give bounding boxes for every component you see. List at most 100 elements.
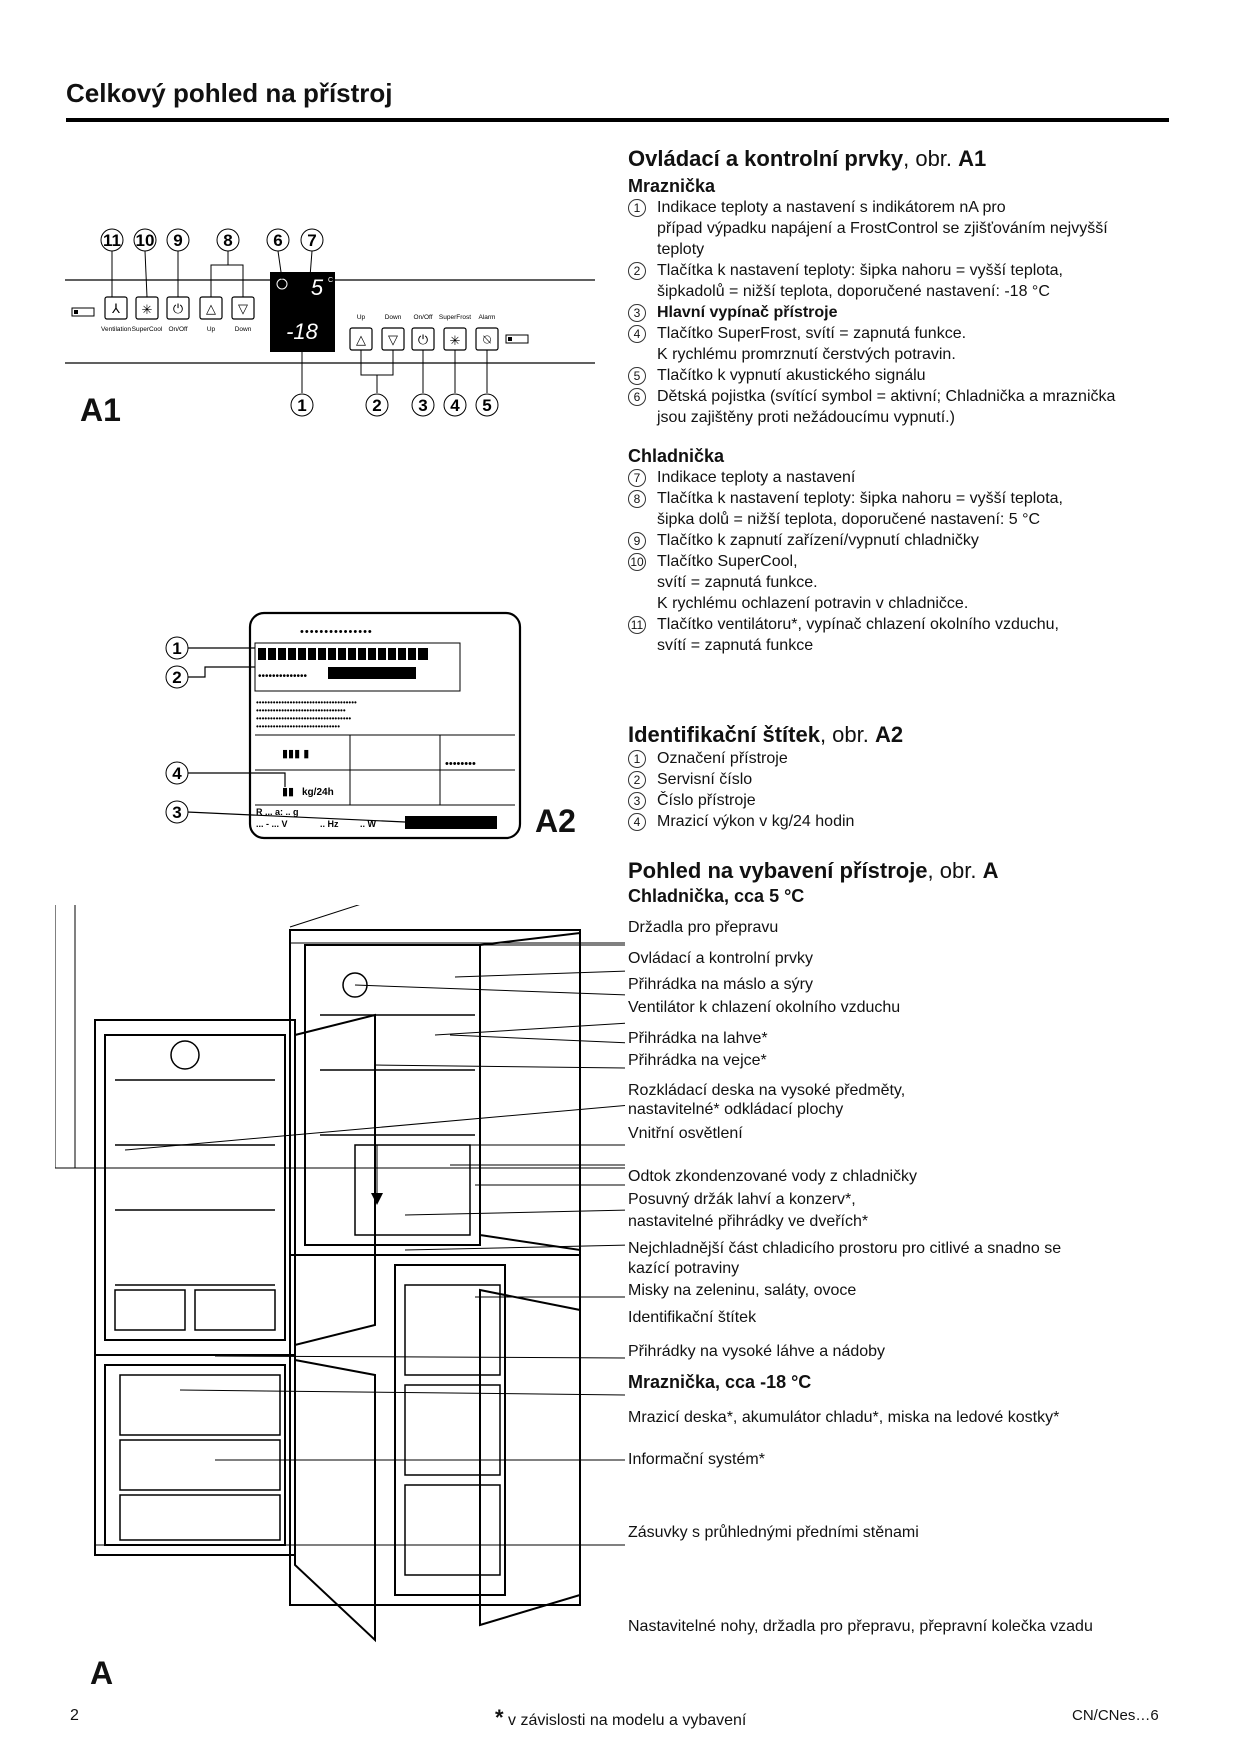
callout-bottle-rack: Přihrádka na lahve* — [628, 1030, 768, 1047]
item-number: 9 — [628, 530, 657, 551]
svg-text:On/Off: On/Off — [413, 314, 432, 321]
item-number: 7 — [628, 467, 657, 488]
svg-text:△: △ — [356, 332, 366, 347]
svg-text:11: 11 — [103, 231, 121, 250]
svg-text:••••••••••••••••••••••••••••••: •••••••••••••••••••••••••••••• — [256, 722, 340, 731]
svg-text:-18: -18 — [286, 319, 319, 344]
fridge-heading: Chladnička — [628, 446, 725, 466]
document-code: CN/CNes…6 — [1072, 1707, 1159, 1724]
callout-coldest-zone: Nejchladnější část chladicího prostoru p… — [628, 1240, 1062, 1257]
item-text: Tlačítko k vypnutí akustického signálu — [657, 367, 926, 384]
item-number: 11 — [628, 614, 657, 656]
svg-text:▽: ▽ — [388, 332, 398, 347]
callout-rating-plate: Identifikační štítek — [628, 1309, 757, 1326]
item-number: 1 — [628, 197, 657, 260]
controls-title: Ovládací a kontrolní prvky, obr. A1 — [628, 146, 987, 171]
callout-split-shelf: Rozkládací deska na vysoké předměty, — [628, 1082, 906, 1099]
temperature-display — [270, 272, 335, 352]
svg-text:••••••••: •••••••• — [445, 758, 476, 770]
callout-transport-handles: Držadla pro přepravu — [628, 919, 779, 936]
item-text: Tlačítka k nastavení teploty: šipka naho… — [657, 490, 1063, 528]
svg-text:✳: ✳ — [450, 333, 461, 348]
rating-plate-figure: ••••••••••••••• •••••••••••••• •••••••••… — [165, 611, 522, 840]
item-number: 1 — [628, 748, 657, 769]
item-number: 8 — [628, 488, 657, 530]
callout-freezer-plate: Mrazicí deska*, akumulátor chladu*, misk… — [628, 1409, 1060, 1426]
svg-text:••••••••••••••••••••••••••••••: •••••••••••••••••••••••••••••••••• — [256, 714, 351, 723]
svg-text:SuperCool: SuperCool — [132, 326, 163, 333]
svg-text:▮▮: ▮▮ — [282, 786, 294, 798]
svg-text:⏻: ⏻ — [418, 332, 428, 347]
callout-bottle-holder: Posuvný držák lahví a konzerv*, — [628, 1191, 856, 1208]
title-rule — [66, 118, 1169, 122]
item-number: 6 — [628, 386, 657, 428]
svg-text:On/Off: On/Off — [168, 326, 187, 333]
item-text: Tlačítko SuperFrost, svítí = zapnutá fun… — [657, 325, 967, 363]
svg-text:8: 8 — [223, 231, 232, 250]
item-text: Indikace teploty a nastavení — [657, 469, 856, 486]
svg-text:C: C — [328, 277, 333, 284]
callout-feet: Nastavitelné nohy, držadla pro přepravu,… — [628, 1618, 1093, 1635]
freezer-heading: Mraznička — [628, 176, 716, 196]
svg-text:⅄: ⅄ — [111, 301, 120, 316]
item-text: Hlavní vypínač přístroje — [657, 304, 838, 321]
svg-text:5: 5 — [311, 275, 324, 300]
svg-text:1: 1 — [172, 639, 181, 658]
item-number: 2 — [628, 260, 657, 302]
svg-text:R ... a: .. g: R ... a: .. g — [256, 807, 299, 817]
svg-text:Up: Up — [357, 314, 366, 321]
svg-text:••••••••••••••: •••••••••••••• — [258, 671, 308, 682]
svg-text:Alarm: Alarm — [479, 314, 496, 321]
footnote: * v závislosti na modelu a vybavení — [495, 1705, 747, 1730]
page-number: 2 — [70, 1707, 79, 1724]
svg-text:3: 3 — [172, 803, 181, 822]
figure-label-a2: A2 — [535, 803, 576, 839]
svg-text:4: 4 — [450, 396, 460, 415]
callout-control-elements: Ovládací a kontrolní prvky — [628, 950, 813, 967]
svg-text:9: 9 — [173, 231, 182, 250]
callout-fan: Ventilátor k chlazení okolního vzduchu — [628, 999, 901, 1016]
controls-section: Ovládací a kontrolní prvky, obr. A1 Mraz… — [628, 146, 1168, 656]
equipment-title: Pohled na vybavení přístroje, obr. A — [628, 858, 999, 883]
item-number: 4 — [628, 811, 657, 832]
svg-text:⏻: ⏻ — [173, 301, 183, 316]
svg-text:••••••••••••••••••••••••••••••: •••••••••••••••••••••••••••••••••••• — [256, 698, 357, 707]
svg-text:Up: Up — [207, 326, 216, 333]
svg-text:.. W: .. W — [360, 819, 377, 829]
item-text: Tlačítka k nastavení teploty: šipka naho… — [657, 262, 1063, 300]
svg-text:▽: ▽ — [238, 301, 248, 316]
svg-text:3: 3 — [418, 396, 427, 415]
svg-text:... - ... V: ... - ... V — [256, 819, 288, 829]
item-text: Označení přístroje — [657, 750, 788, 767]
svg-text:Down: Down — [235, 326, 252, 333]
item-text: Dětská pojistka (svítící symbol = aktivn… — [657, 388, 1116, 426]
item-text: Tlačítko SuperCool,svítí = zapnutá funkc… — [657, 553, 969, 612]
equipment-freezer-heading: Mraznička, cca -18 °C — [628, 1372, 812, 1392]
item-text: Tlačítko k zapnutí zařízení/vypnutí chla… — [657, 532, 979, 549]
item-number: 3 — [628, 302, 657, 323]
svg-text:4: 4 — [172, 764, 182, 783]
figure-label-a: A — [90, 1655, 114, 1691]
callout-door-shelves: nastavitelné přihrádky ve dveřích* — [628, 1213, 869, 1230]
item-text: Servisní číslo — [657, 771, 753, 788]
svg-text:⍉: ⍉ — [483, 332, 491, 347]
svg-text:▮▮▮ ▮: ▮▮▮ ▮ — [282, 748, 309, 760]
svg-text:SuperFrost: SuperFrost — [439, 314, 471, 321]
svg-text:••••••••••••••••••••••••••••••: •••••••••••••••••••••••••••••••• — [256, 706, 346, 715]
page-title: Celkový pohled na přístroj — [66, 78, 393, 108]
svg-text:10: 10 — [136, 231, 155, 250]
svg-text:6: 6 — [273, 231, 282, 250]
item-number: 4 — [628, 323, 657, 365]
